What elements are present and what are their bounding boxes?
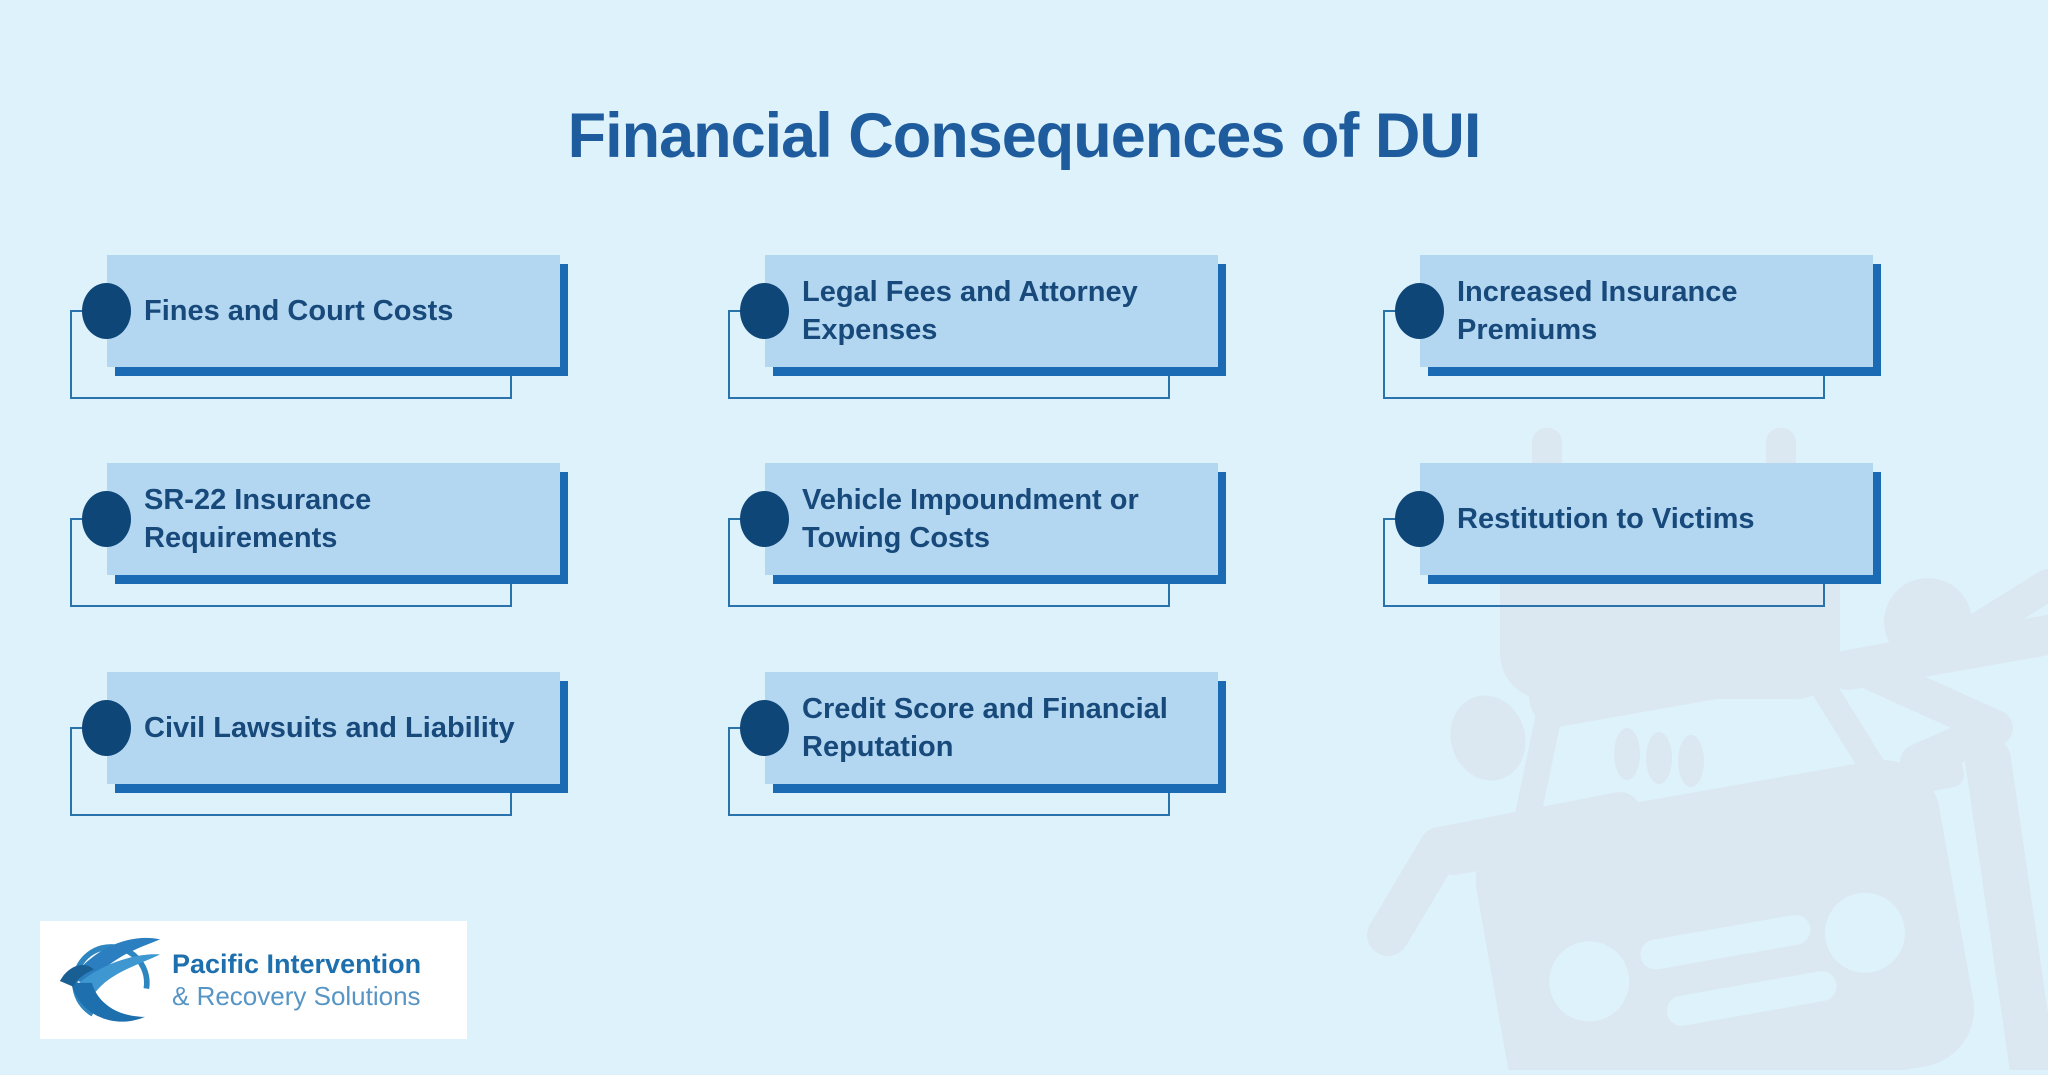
card-label: Legal Fees and Attorney Expenses <box>802 276 1138 346</box>
card-label: Restitution to Victims <box>1457 503 1755 535</box>
card-label: Fines and Court Costs <box>144 295 454 327</box>
card-face: Increased Insurance Premiums <box>1420 255 1873 367</box>
logo-box: Pacific Intervention & Recovery Solution… <box>40 921 467 1039</box>
card-label: SR-22 Insurance Requirements <box>144 484 372 554</box>
card-legal-fees: Legal Fees and Attorney Expenses <box>728 255 1226 399</box>
card-label: Credit Score and Financial Reputation <box>802 693 1168 763</box>
card-sr22-insurance: SR-22 Insurance Requirements <box>70 463 568 607</box>
bullet-circle-icon <box>740 283 789 339</box>
page-title: Financial Consequences of DUI <box>567 101 1482 172</box>
card-face: Restitution to Victims <box>1420 463 1873 575</box>
bullet-circle-icon <box>82 283 131 339</box>
card-label: Increased Insurance Premiums <box>1457 276 1738 346</box>
bullet-circle-icon <box>1395 283 1444 339</box>
bullet-circle-icon <box>1395 491 1444 547</box>
bullet-circle-icon <box>740 491 789 547</box>
bird-swoosh-logo-icon <box>59 937 161 1022</box>
card-face: SR-22 Insurance Requirements <box>107 463 560 575</box>
card-face: Legal Fees and Attorney Expenses <box>765 255 1218 367</box>
card-civil-lawsuits: Civil Lawsuits and Liability <box>70 672 568 816</box>
card-face: Fines and Court Costs <box>107 255 560 367</box>
card-vehicle-impoundment: Vehicle Impoundment or Towing Costs <box>728 463 1226 607</box>
logo-text: Pacific Intervention & Recovery Solution… <box>172 948 421 1012</box>
card-face: Vehicle Impoundment or Towing Costs <box>765 463 1218 575</box>
bullet-circle-icon <box>740 700 789 756</box>
logo-tagline: & Recovery Solutions <box>172 981 421 1011</box>
card-label: Civil Lawsuits and Liability <box>144 712 515 744</box>
bullet-circle-icon <box>82 491 131 547</box>
card-face: Credit Score and Financial Reputation <box>765 672 1218 784</box>
card-credit-score: Credit Score and Financial Reputation <box>728 672 1226 816</box>
card-increased-insurance: Increased Insurance Premiums <box>1383 255 1881 399</box>
card-label: Vehicle Impoundment or Towing Costs <box>802 484 1139 554</box>
logo-name: Pacific Intervention <box>172 949 422 979</box>
bullet-circle-icon <box>82 700 131 756</box>
card-fines-and-court-costs: Fines and Court Costs <box>70 255 568 399</box>
card-face: Civil Lawsuits and Liability <box>107 672 560 784</box>
card-restitution: Restitution to Victims <box>1383 463 1881 607</box>
